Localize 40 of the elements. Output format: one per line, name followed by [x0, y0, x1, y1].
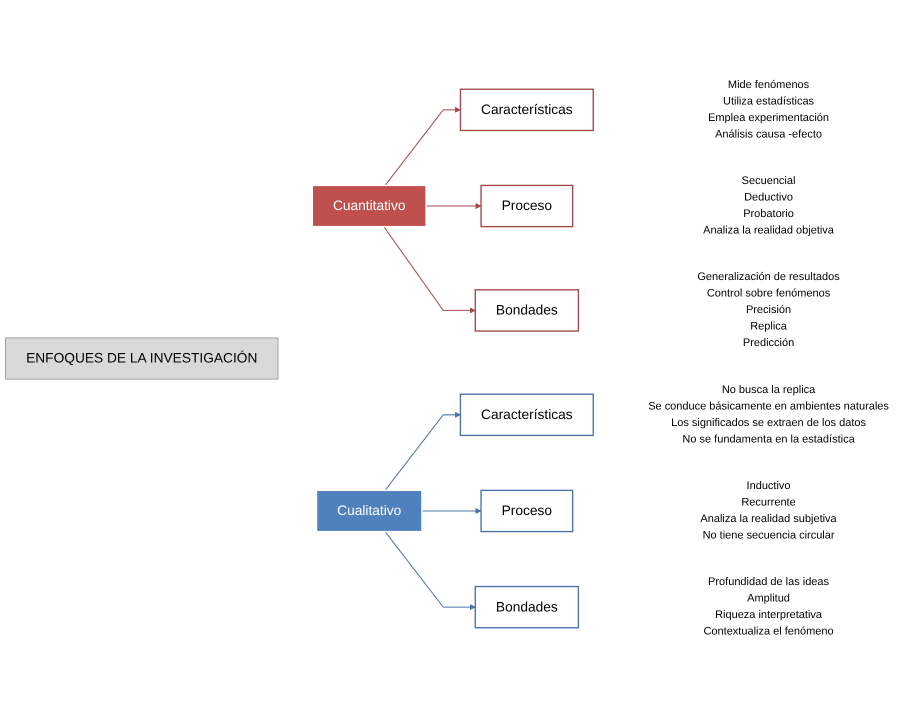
node-label: Se conduce básicamente en ambientes naturales [648, 400, 889, 412]
arrow [384, 412, 461, 491]
node-label: Analiza la realidad subjetiva [700, 513, 837, 525]
node-label: Emplea experimentación [708, 112, 830, 124]
node-box: Proceso [480, 184, 574, 228]
node-label: Mide fenómenos [728, 78, 810, 91]
arrow [426, 203, 482, 210]
node-box: Características [460, 88, 594, 132]
node-label: Contextualiza el fenómeno [703, 626, 834, 638]
node-box: Bondades [474, 289, 580, 332]
node-label: No busca la replica [722, 384, 816, 396]
node-label: Replica [750, 320, 787, 332]
arrow [384, 531, 476, 610]
arrow [383, 226, 476, 314]
node-label: Amplitud [747, 592, 790, 604]
node-box: Bondades [474, 586, 580, 628]
node-label: Inductivo [746, 480, 791, 492]
node-box: Proceso [480, 490, 574, 532]
node-label: Probatorio [743, 208, 794, 220]
node-label: Recurrente [741, 496, 796, 508]
node-label: Deductivo [744, 192, 793, 204]
node-label: Predicción [742, 337, 794, 349]
node-label: Generalización de resultados [697, 271, 840, 283]
node-label: Analiza la realidad objetiva [703, 224, 834, 236]
node-label: Riqueza interpretativa [715, 609, 822, 621]
node-label: Precisión [746, 304, 792, 316]
node-box: Características [460, 394, 594, 436]
node-label: No se fundamenta en la estadística [682, 433, 855, 446]
node-box: ENFOQUES DE LA INVESTIGACIÓN [5, 338, 278, 380]
node-label: Los significados se extraen de los datos [671, 416, 866, 429]
node-box: Cualitativo [316, 490, 423, 532]
arrow [384, 106, 461, 186]
node-box: Cuantitativo [312, 184, 427, 228]
node-label: Utiliza estadísticas [723, 95, 814, 108]
node-label: Análisis causa -efecto [715, 128, 822, 140]
node-label: Profundidad de las ideas [708, 576, 830, 588]
arrow [422, 508, 482, 514]
node-label: Secuencial [742, 175, 796, 187]
node-label: Control sobre fenómenos [706, 288, 830, 300]
node-label: No tiene secuencia circular [702, 530, 835, 542]
